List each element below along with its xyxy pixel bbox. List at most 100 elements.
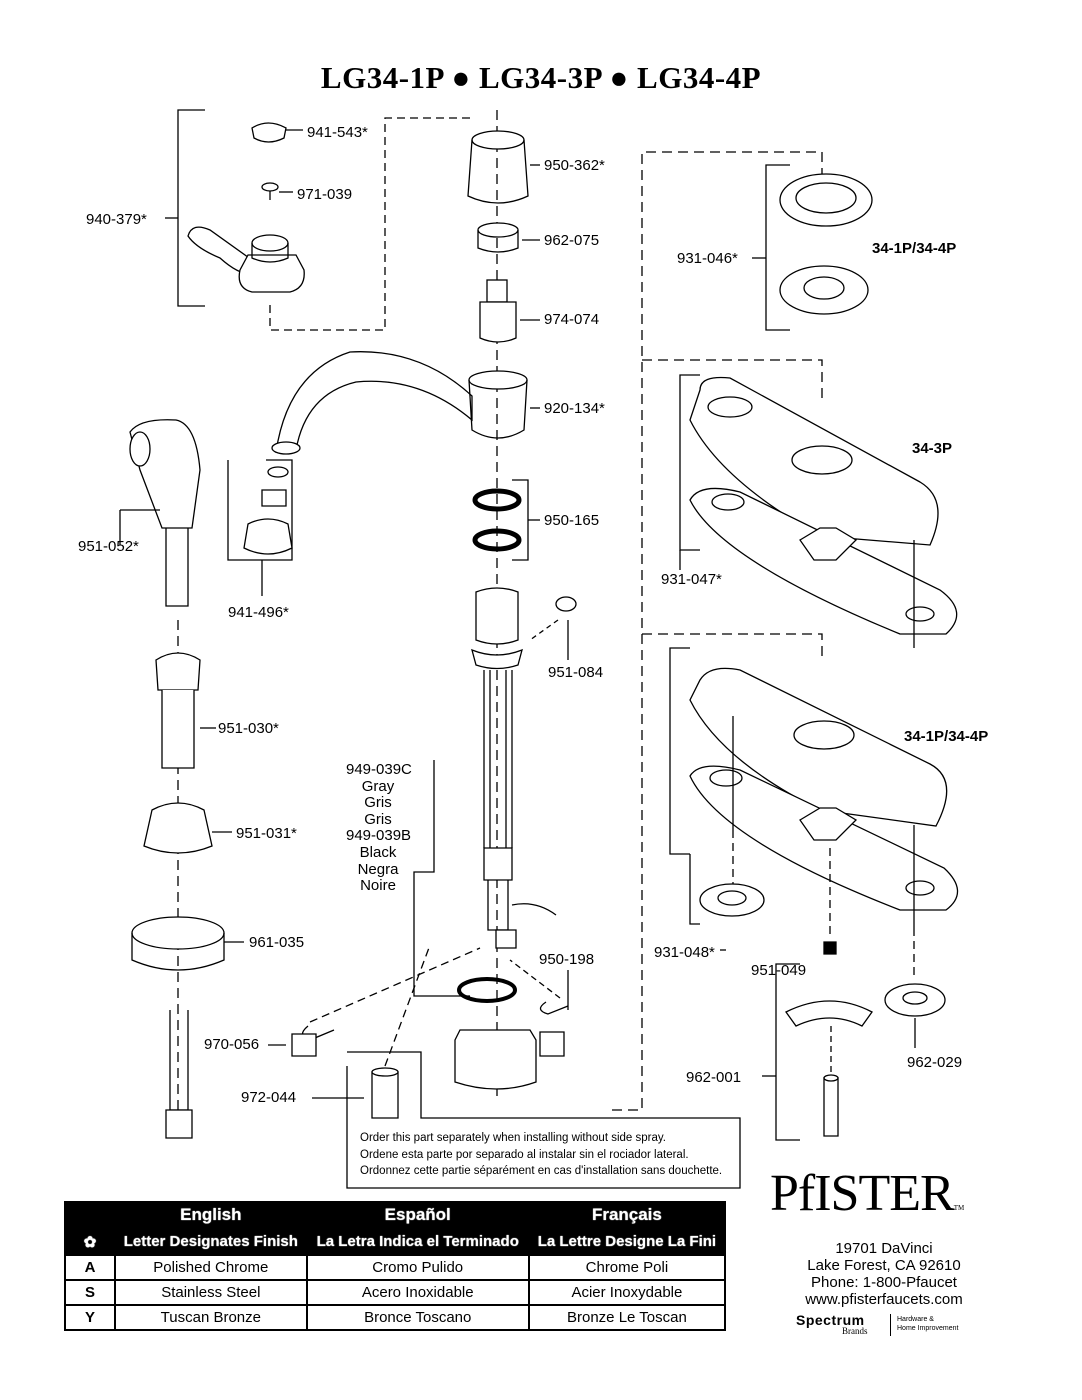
finish-fr: Bronze Le Toscan bbox=[527, 1304, 727, 1331]
part-label: 920-134* bbox=[544, 400, 605, 417]
part-label: 972-044 bbox=[241, 1089, 297, 1106]
column-header: La Lettre Designe La Fini bbox=[527, 1227, 727, 1256]
bracket-949-039 bbox=[413, 760, 470, 997]
hose-end-icon bbox=[165, 1010, 193, 1139]
fitting-951-084-icon bbox=[529, 596, 577, 660]
note-line-en: Order this part separately when installi… bbox=[360, 1132, 666, 1144]
part-label: 950-198 bbox=[539, 951, 595, 968]
trademark: TM bbox=[953, 1204, 965, 1212]
column-header: La Letra Indica el Terminado bbox=[305, 1227, 530, 1256]
part-label: 961-035 bbox=[249, 934, 305, 951]
variant-label: 34-1P/34-4P bbox=[872, 240, 957, 257]
cone-951-031-icon bbox=[143, 802, 232, 854]
o-rings-950-165-icon bbox=[472, 479, 540, 561]
note-line-fr: Ordonnez cette partie séparément en cas … bbox=[360, 1165, 723, 1177]
spectrum-logo: Spectrum bbox=[796, 1312, 865, 1328]
finish-fr: Acier Inoxydable bbox=[527, 1279, 727, 1306]
table-row: Y Tuscan Bronze Bronce Toscano Bronze Le… bbox=[64, 1304, 727, 1331]
language-header: English bbox=[114, 1201, 308, 1229]
spectrum-tagline: Hardware & Home Improvement bbox=[897, 1315, 958, 1333]
address-line: Lake Forest, CA 92610 bbox=[807, 1257, 961, 1274]
part-label: 941-496* bbox=[228, 604, 289, 621]
tagline-line: Hardware & bbox=[897, 1316, 934, 1323]
nut-961-035-icon bbox=[131, 916, 244, 971]
finish-en: Tuscan Bronze bbox=[114, 1304, 308, 1331]
variant-label: 34-3P bbox=[912, 440, 953, 457]
hose-color-line: Gris bbox=[364, 794, 392, 812]
hose-color-line: Gris bbox=[364, 810, 392, 828]
part-label: 974-074 bbox=[544, 311, 600, 328]
table-row: A Polished Chrome Cromo Pulido Chrome Po… bbox=[64, 1254, 727, 1281]
company-address: 19701 DaVinci Lake Forest, CA 92610 Phon… bbox=[770, 1240, 998, 1308]
hose-color-line: Gray bbox=[361, 777, 395, 795]
part-label: 940-379* bbox=[86, 211, 147, 228]
side-spray-951-052-icon bbox=[119, 419, 201, 607]
ring-950-198-icon bbox=[454, 970, 569, 1090]
variant-label: 34-1P/34-4P bbox=[904, 728, 989, 745]
website: www.pfisterfaucets.com bbox=[805, 1291, 963, 1308]
valve-body-icon bbox=[471, 587, 557, 949]
part-label: 951-049 bbox=[751, 962, 807, 979]
deck-plate-931-048-icon bbox=[669, 647, 959, 951]
spacer-note: Order this part separately when installi… bbox=[360, 1130, 722, 1180]
note-line-es: Ordene esta parte por separado al instal… bbox=[360, 1148, 689, 1161]
nut-951-049-icon bbox=[823, 848, 837, 955]
part-label: 962-075 bbox=[544, 232, 600, 249]
part-label: 951-030* bbox=[218, 720, 279, 737]
logo-divider bbox=[890, 1314, 891, 1336]
table-row: S Stainless Steel Acero Inoxidable Acier… bbox=[64, 1279, 727, 1306]
finish-en: Polished Chrome bbox=[114, 1254, 308, 1281]
dashed-link-right bbox=[612, 151, 823, 1111]
part-label: 931-047* bbox=[661, 571, 722, 588]
part-label: 970-056 bbox=[204, 1036, 260, 1053]
language-header: Français bbox=[527, 1201, 727, 1229]
part-label: 951-084 bbox=[548, 664, 604, 681]
tagline-line: Home Improvement bbox=[897, 1325, 959, 1332]
column-header: Letter Designates Finish bbox=[114, 1227, 308, 1256]
part-label: 962-001 bbox=[686, 1069, 742, 1086]
cap-941-543-icon bbox=[251, 122, 303, 143]
part-label: 950-362* bbox=[544, 157, 605, 174]
bracket-940-379 bbox=[177, 109, 205, 307]
finish-fr: Chrome Poli bbox=[527, 1254, 727, 1281]
deck-plate-931-047-icon bbox=[679, 374, 958, 648]
phone: Phone: 1-800-Pfaucet bbox=[811, 1274, 957, 1291]
part-label: 971-039 bbox=[297, 186, 353, 203]
clip-970-056-icon bbox=[268, 947, 569, 1057]
finish-letter: S bbox=[64, 1279, 116, 1306]
table-corner bbox=[64, 1201, 116, 1229]
part-label: 962-029 bbox=[907, 1054, 963, 1071]
part-label: 951-052* bbox=[78, 538, 139, 555]
finish-letter: A bbox=[64, 1254, 116, 1281]
spout-920-134-icon bbox=[271, 351, 540, 455]
part-label: 951-031* bbox=[236, 825, 297, 842]
finish-table: English Español Français ✿ Letter Design… bbox=[64, 1201, 727, 1331]
finish-es: Bronce Toscano bbox=[305, 1304, 530, 1331]
part-label: 941-543* bbox=[307, 124, 368, 141]
cap-950-362-icon bbox=[467, 130, 540, 204]
hose-color-line: Noire bbox=[360, 877, 396, 895]
hose-color-line: Negra bbox=[357, 860, 399, 878]
part-label: 950-165 bbox=[544, 512, 600, 529]
hose-color-line: 949-039B bbox=[346, 827, 412, 845]
gasket-931-046-icon bbox=[752, 164, 873, 331]
cartridge-974-074-icon bbox=[479, 279, 540, 343]
gasket-962-029-icon bbox=[884, 928, 946, 1048]
language-header: Español bbox=[305, 1201, 530, 1229]
finish-en: Stainless Steel bbox=[114, 1279, 308, 1306]
brand-name: PfISTER bbox=[770, 1165, 955, 1222]
pfister-logo: PfISTERTM bbox=[770, 1164, 964, 1223]
nut-962-075-icon bbox=[477, 222, 540, 253]
hose-color-options: 949-039C Gray Gris Gris 949-039B Black N… bbox=[346, 761, 412, 895]
part-label: 931-048* bbox=[654, 944, 715, 961]
coupling-951-030-icon bbox=[155, 652, 216, 769]
finish-symbol-icon: ✿ bbox=[64, 1227, 116, 1256]
finish-letter: Y bbox=[64, 1304, 116, 1331]
finish-es: Cromo Pulido bbox=[305, 1254, 530, 1281]
hose-color-line: 949-039C bbox=[346, 761, 412, 778]
spacer-972-044-icon bbox=[312, 944, 741, 1189]
dashed-link-handle bbox=[269, 117, 470, 331]
finish-es: Acero Inoxidable bbox=[305, 1279, 530, 1306]
part-label: 931-046* bbox=[677, 250, 738, 267]
